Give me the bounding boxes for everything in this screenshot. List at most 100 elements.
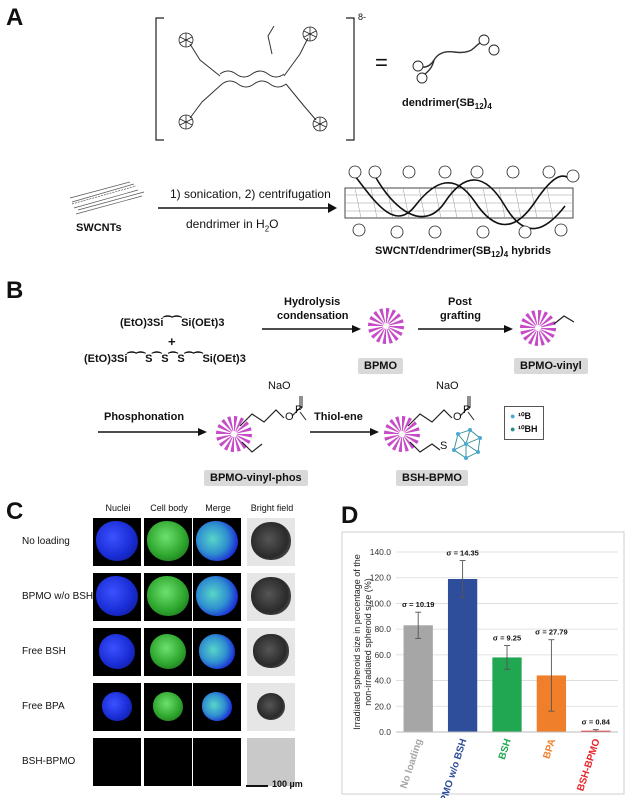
microscopy-cell <box>193 683 241 731</box>
bar <box>492 657 522 732</box>
O-2: O <box>453 411 462 423</box>
error-label: σ = 10.19 <box>402 600 434 609</box>
bsh-bpmo-label: BSH-BPMO <box>396 470 468 486</box>
microscopy-cell <box>247 573 295 621</box>
row-header: BSH-BPMO <box>22 756 76 767</box>
microscopy-cell <box>144 683 192 731</box>
spheroid-fluorescence <box>196 521 238 562</box>
arrow-a <box>158 203 337 213</box>
bar <box>403 625 433 732</box>
microscopy-cell <box>144 628 192 676</box>
row-header: Free BPA <box>22 701 65 712</box>
column-header: Merge <box>205 503 231 513</box>
spheroid-fluorescence <box>198 633 236 669</box>
arrow-a-bottom-post: O <box>269 217 279 231</box>
spheroid-brightfield <box>256 692 286 720</box>
dendrimer-sub2: 4 <box>487 102 492 112</box>
spheroid-bar-chart: 0.020.040.060.080.0100.0120.0140.0Irradi… <box>341 531 625 798</box>
microscopy-cell <box>93 573 141 621</box>
naO-1: NaO <box>268 380 291 392</box>
spheroid-fluorescence <box>147 521 189 562</box>
y-tick-label: 100.0 <box>370 598 392 608</box>
spheroid-brightfield <box>251 522 291 560</box>
microscopy-cell <box>247 738 295 786</box>
microscopy-cell <box>193 738 241 786</box>
spheroid-fluorescence <box>196 576 238 617</box>
panel-c-letter: C <box>6 498 24 525</box>
step2-line2: grafting <box>440 310 481 322</box>
swcnt-hybrid <box>344 165 580 239</box>
x-tick-label: No loading <box>399 738 425 791</box>
bpmo-particle <box>368 308 404 344</box>
dendrimer-cartoon <box>412 34 500 84</box>
scale-bar-label: 100 µm <box>272 779 303 789</box>
x-tick-label: BPMO w/o BSH <box>436 738 469 798</box>
error-label: σ = 14.35 <box>446 549 478 558</box>
bpmo-vinyl-phos-label: BPMO-vinyl-phos <box>204 470 308 486</box>
bpmo-vinyl-phos-molecule <box>216 396 307 453</box>
microscopy-cell <box>144 518 192 566</box>
microscopy-cell <box>93 683 141 731</box>
x-tick-label: BSH-BPMO <box>575 737 602 792</box>
hybrid-label-mid: ) <box>500 245 504 257</box>
hybrid-label: SWCNT/dendrimer(SB12)4 hybrids <box>375 245 551 259</box>
step2-line1: Post <box>448 296 472 308</box>
spheroid-fluorescence <box>152 691 184 721</box>
microscopy-cell <box>247 683 295 731</box>
step1-line1: Hydrolysis <box>284 296 341 308</box>
arrow-a-bottom-sub: 2 <box>264 224 270 234</box>
chart-frame <box>341 531 625 795</box>
step3-label: Phosphonation <box>104 411 185 423</box>
S-atom: S <box>440 440 448 452</box>
O-1: O <box>285 411 294 423</box>
dendrimer-label-text: dendrimer(SB <box>402 97 475 109</box>
microscopy-cell <box>93 738 141 786</box>
legend-bh-row: ● ¹⁰BH <box>510 423 538 436</box>
y-tick-label: 140.0 <box>370 547 392 557</box>
row-header: Free BSH <box>22 646 66 657</box>
hybrid-label-post: hybrids <box>508 245 551 257</box>
dendrimer-sub1: 12 <box>474 102 484 112</box>
dendrimer-structure <box>155 17 355 141</box>
y-tick-label: 60.0 <box>374 650 391 660</box>
hybrid-sub2: 4 <box>503 250 509 260</box>
column-header: Nuclei <box>105 503 131 513</box>
y-tick-label: 120.0 <box>370 573 392 583</box>
legend-b-row: ● ¹⁰B <box>510 410 538 423</box>
scale-bar <box>246 785 268 787</box>
legend-b-dot: ● <box>510 411 516 421</box>
y-tick-label: 20.0 <box>374 701 391 711</box>
bpmo-label: BPMO <box>358 358 403 374</box>
dendrimer-label: dendrimer(SB12)4 <box>402 97 492 111</box>
boron-legend: ● ¹⁰B ● ¹⁰BH <box>504 406 544 440</box>
spheroid-fluorescence <box>96 521 138 562</box>
row-header: BPMO w/o BSH <box>22 591 94 602</box>
spheroid-fluorescence <box>201 691 233 721</box>
arrow-a-top-label: 1) sonication, 2) centrifugation <box>170 187 331 201</box>
arrow-b2 <box>418 325 513 333</box>
spheroid-fluorescence <box>101 691 133 721</box>
panel-d-letter: D <box>341 502 359 529</box>
microscopy-cell <box>247 628 295 676</box>
row-header: No loading <box>22 536 70 547</box>
arrow-b4 <box>310 428 379 436</box>
P-1: P <box>295 404 303 416</box>
step4-label: Thiol-ene <box>314 411 363 423</box>
hybrid-sub1: 12 <box>491 250 501 260</box>
swcnt-label: SWCNTs <box>76 222 122 234</box>
spheroid-fluorescence <box>98 633 136 669</box>
microscopy-cell <box>93 518 141 566</box>
y-tick-label: 0.0 <box>379 727 391 737</box>
spheroid-fluorescence <box>96 576 138 617</box>
hybrid-label-pre: SWCNT/dendrimer(SB <box>375 245 492 257</box>
plus-sign: + <box>168 334 176 349</box>
x-tick-label: BPA <box>541 738 558 761</box>
arrow-b1 <box>262 325 361 333</box>
y-axis-label-line1: Irradiated spheroid size in percentage o… <box>352 554 362 730</box>
bsh-bpmo-molecule <box>384 396 482 460</box>
column-header: Bright field <box>250 503 294 513</box>
y-tick-label: 40.0 <box>374 676 391 686</box>
dendrimer-charge: 8- <box>358 12 367 22</box>
step1-line2: condensation <box>277 310 349 322</box>
microscopy-cell <box>144 573 192 621</box>
